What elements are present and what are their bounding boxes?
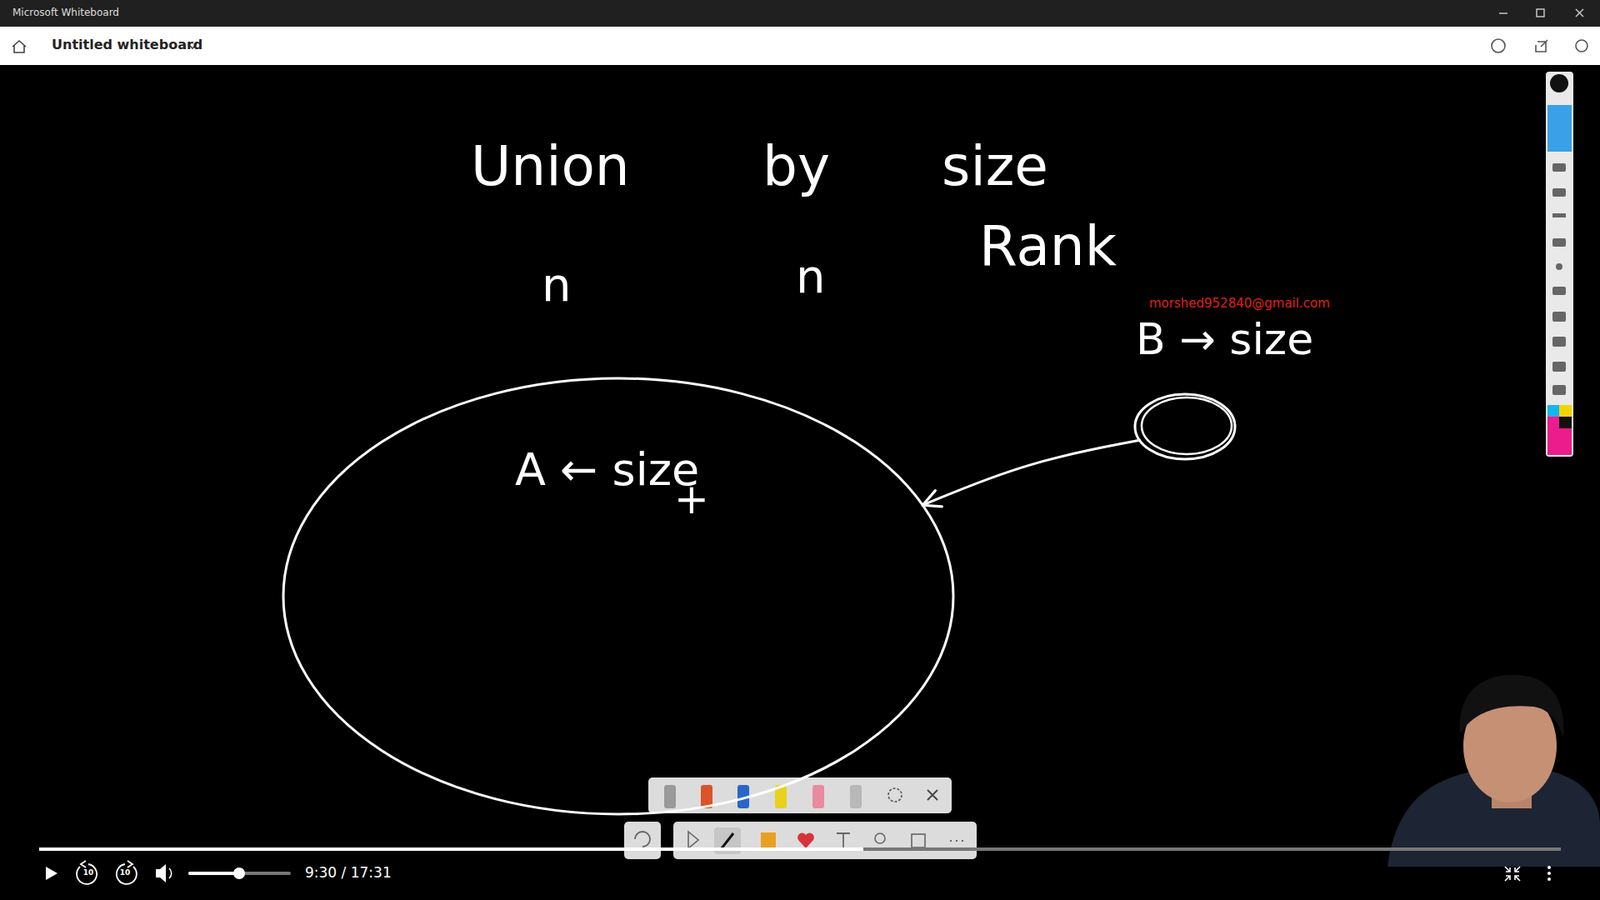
restore-icon xyxy=(1536,9,1545,17)
exit-fullscreen-icon xyxy=(1505,866,1520,881)
undo-button xyxy=(624,821,661,860)
select-icon xyxy=(688,831,699,849)
ellipse-set: A ← size+ xyxy=(280,375,956,817)
heading-word: size xyxy=(941,135,1049,199)
close-icon xyxy=(927,790,938,800)
color-swatch xyxy=(1559,405,1572,417)
ditto-mark: n xyxy=(795,250,826,304)
tool-icon xyxy=(1552,336,1566,347)
forward-icon xyxy=(116,864,137,885)
color-swatch xyxy=(1547,405,1560,417)
active-tools xyxy=(1547,105,1572,152)
text-icon xyxy=(836,833,850,849)
heading-word: by xyxy=(762,135,830,199)
minimize-icon xyxy=(1499,12,1508,14)
title-bar xyxy=(0,0,1600,27)
undo-icon xyxy=(635,831,650,847)
share-icon xyxy=(1535,40,1548,52)
window-title: Microsoft Whiteboard xyxy=(12,7,120,20)
seek-seconds: 10 xyxy=(83,868,95,877)
watermark: morshed952840@gmail.com xyxy=(1149,296,1330,311)
video-controls xyxy=(39,847,1561,885)
tool-palette xyxy=(1545,71,1574,457)
main-toolbar xyxy=(673,821,977,860)
webcam-feed xyxy=(1387,675,1600,867)
plus-mark: + xyxy=(674,475,710,525)
menu-dot xyxy=(1547,871,1551,875)
progress-track xyxy=(39,847,1561,851)
seek-seconds: 10 xyxy=(120,868,131,877)
forward-head xyxy=(127,860,133,868)
settings-icon xyxy=(1575,40,1588,52)
tool-icon xyxy=(1552,385,1566,395)
volume-thumb xyxy=(233,867,245,880)
rewind-icon xyxy=(76,864,97,885)
home-icon xyxy=(12,40,26,53)
volume-wave xyxy=(169,868,172,879)
toolbar-icons xyxy=(1491,39,1588,53)
tool-icon xyxy=(1552,213,1566,218)
pen-icon xyxy=(664,785,676,809)
heading-word: Union xyxy=(470,135,630,199)
tool-icon xyxy=(1552,238,1566,247)
arrow-connector xyxy=(922,440,1140,505)
set-label: A ← size xyxy=(515,444,700,496)
outline-stroke xyxy=(283,378,954,815)
tool-icon xyxy=(1552,286,1566,295)
circle-outline xyxy=(1132,391,1238,462)
person-hair xyxy=(1460,675,1565,738)
menu-dot xyxy=(1547,865,1551,870)
outline-stroke xyxy=(1135,394,1235,460)
tool-icon xyxy=(1552,361,1566,372)
tool-icon xyxy=(1552,311,1566,322)
time-display: 9:30 / 17:31 xyxy=(305,865,392,882)
volume-level xyxy=(188,871,240,875)
volume-icon xyxy=(155,864,166,883)
pen-tray xyxy=(624,777,977,860)
set-label: B → size xyxy=(1135,315,1314,365)
shape-icon xyxy=(875,833,885,844)
palette-strip xyxy=(1545,71,1574,457)
menu-dot xyxy=(1547,877,1551,881)
heading-word: Rank xyxy=(979,215,1117,279)
outline-scribble xyxy=(1141,397,1232,455)
ditto-mark: n xyxy=(541,258,572,312)
rewind-head xyxy=(80,860,86,868)
color-swatch xyxy=(1547,428,1572,455)
ellipse-outline xyxy=(280,375,956,817)
tool-icon xyxy=(1552,188,1566,197)
reaction-icon xyxy=(797,833,815,849)
timer-icon xyxy=(1491,39,1505,53)
note-icon xyxy=(760,832,776,848)
pen-icon xyxy=(850,785,862,809)
tool-icon xyxy=(1555,263,1563,270)
more-icon xyxy=(950,840,964,842)
color-swatch xyxy=(1547,416,1560,429)
small-set: B → size xyxy=(1129,315,1322,465)
progress-played xyxy=(39,847,864,851)
document-title: Untitled whiteboard xyxy=(51,37,203,53)
tool-icons xyxy=(1552,163,1566,395)
tool-icon xyxy=(1552,163,1566,172)
close-icon xyxy=(1575,9,1584,17)
toolbar xyxy=(0,26,1600,65)
window-controls xyxy=(1499,9,1584,17)
play-icon xyxy=(45,866,58,880)
table-icon xyxy=(911,834,925,848)
lasso-icon xyxy=(888,788,902,802)
pin-icon xyxy=(1550,74,1569,93)
pen-icon xyxy=(812,785,825,809)
color-swatch xyxy=(1559,416,1572,429)
pen-icon xyxy=(721,833,734,849)
